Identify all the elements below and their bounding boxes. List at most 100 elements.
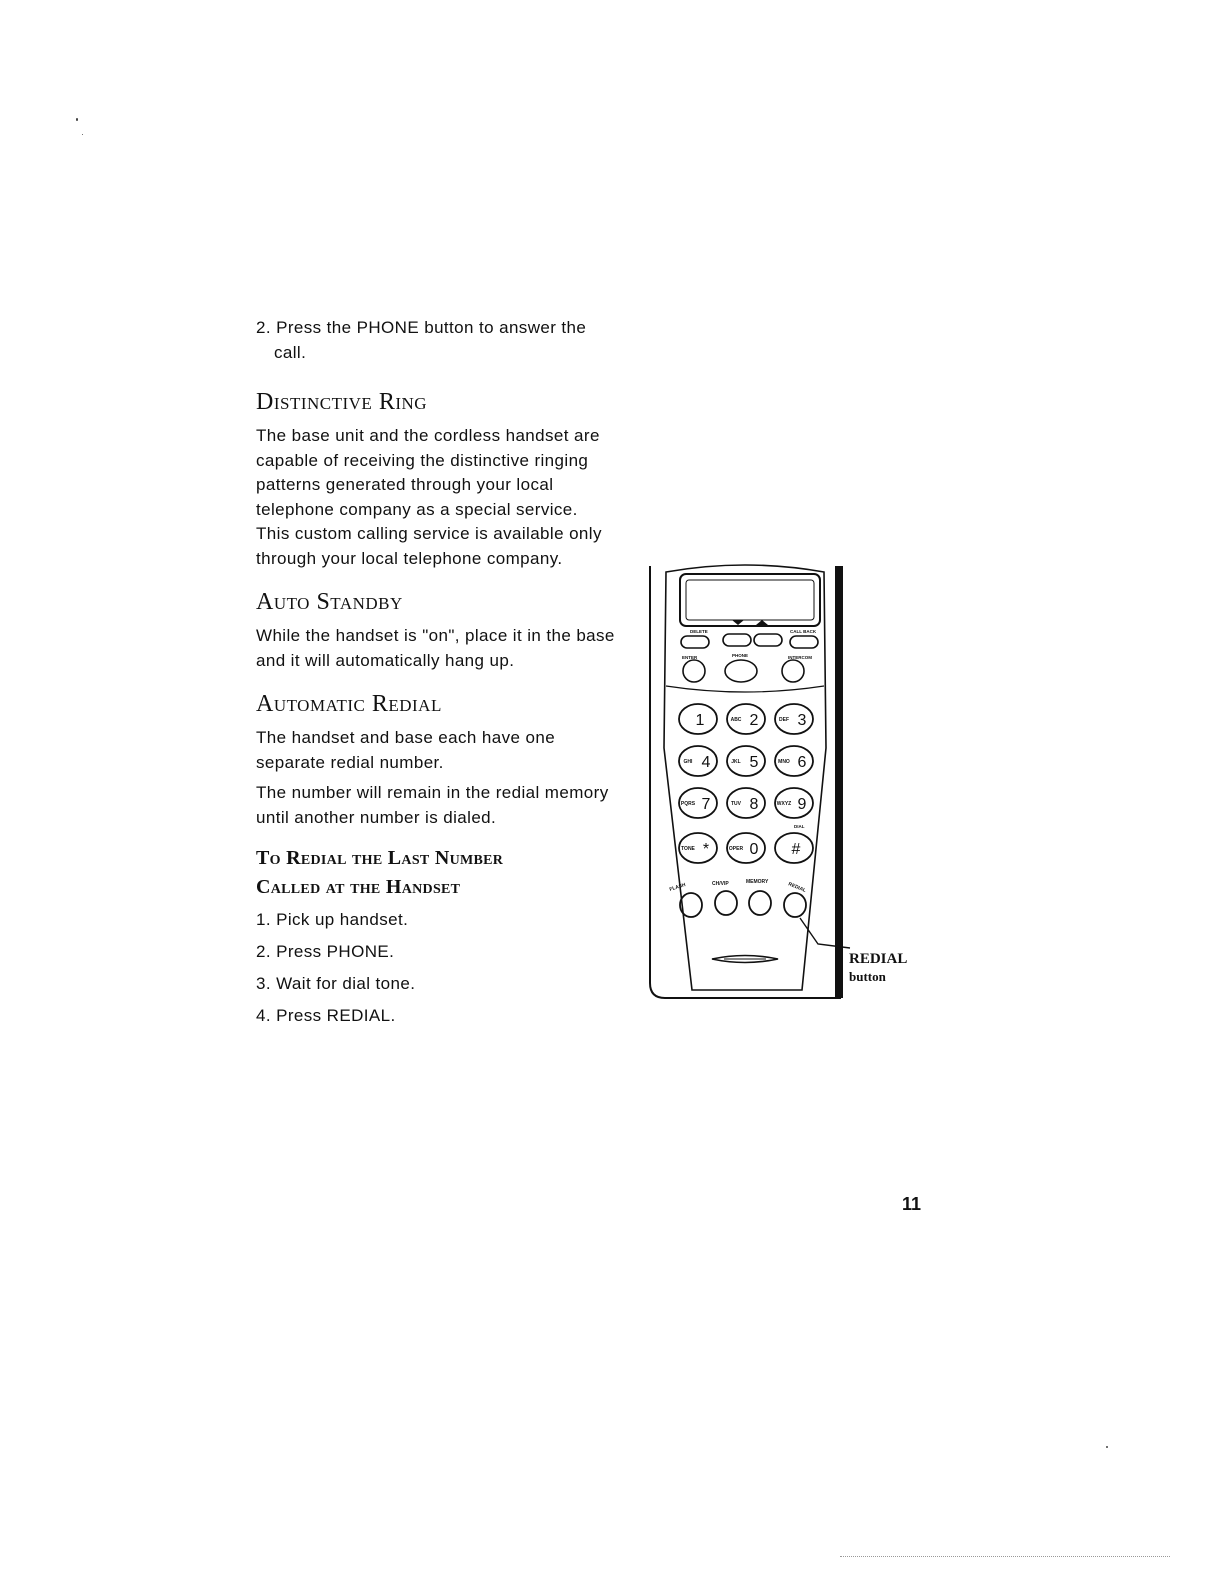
delete-button[interactable] [680, 635, 710, 649]
key-3-shape [774, 703, 814, 735]
key-2-letters: ABC [731, 717, 742, 723]
key-7-number: 7 [702, 796, 711, 813]
key-4-number: 4 [702, 754, 711, 771]
key-4-letters: GHI [684, 759, 694, 765]
key-5-shape [726, 745, 766, 777]
key-5-letters: JKL [731, 759, 740, 765]
dial-label: DIAL [794, 824, 805, 829]
intercom-label: INTERCOM [788, 655, 812, 660]
speaker-slot [711, 954, 779, 964]
phone-button[interactable] [724, 659, 758, 683]
call-back-label: CALL BACK [790, 629, 817, 634]
top-panel-divider [665, 685, 825, 693]
handset-face [663, 564, 827, 991]
key-1-button[interactable]: 1 [678, 703, 718, 735]
key-8-letters: TUV [731, 801, 742, 807]
automatic-redial-body-2: The number will remain in the redial mem… [256, 783, 609, 827]
key-9-shape [774, 787, 814, 819]
scan-speck [82, 134, 83, 135]
scan-speck [76, 118, 78, 121]
key-8-shape [726, 787, 766, 819]
key-3-number: 3 [798, 712, 807, 729]
key-6-letters: MNO [778, 759, 790, 765]
flash-button[interactable] [679, 892, 703, 918]
key-7-button[interactable]: PQRS 7 [678, 787, 718, 819]
handset-illustration: DELETE CALL BACK ENTER PHONE INTERCOM 1 A… [649, 564, 851, 999]
key-2-number: 2 [750, 712, 759, 729]
key-0-letters: OPER [729, 846, 744, 852]
flash-label: FLASH [669, 882, 687, 893]
key-2-shape [726, 703, 766, 735]
callout-line [799, 917, 851, 949]
redial-step: 4. Press REDIAL. [256, 1006, 396, 1025]
key-0-button[interactable]: OPER 0 [726, 832, 766, 864]
redial-last-number-heading-line2: Called at the Handset [256, 876, 461, 898]
key-pound-button[interactable]: # [774, 832, 814, 864]
redial-callout-line2: button [849, 969, 886, 984]
key-6-shape [774, 745, 814, 777]
intercom-button[interactable] [781, 659, 805, 683]
key-8-number: 8 [750, 796, 759, 813]
redial-last-number-heading: To Redial the Last Number Called at the … [256, 844, 616, 902]
scan-speck [1106, 1446, 1108, 1448]
key-4-button[interactable]: GHI 4 [678, 745, 718, 777]
arrow-down-icon [732, 620, 744, 625]
memory-button[interactable] [748, 890, 772, 916]
distinctive-ring-body: The base unit and the cordless handset a… [256, 426, 602, 568]
key-0-number: 0 [750, 841, 759, 858]
key-5-number: 5 [750, 754, 759, 771]
handset-edge-shadow [835, 566, 843, 998]
enter-label: ENTER [682, 655, 698, 660]
key-pound-number: # [792, 841, 801, 858]
key-1-number: 1 [696, 712, 705, 729]
phone-label: PHONE [732, 653, 748, 658]
key-1-shape [678, 703, 718, 735]
key-6-number: 6 [798, 754, 807, 771]
key-7-letters: PQRS [681, 801, 696, 807]
key-9-number: 9 [798, 796, 807, 813]
memory-label: MEMORY [746, 879, 769, 885]
redial-steps-list: 1. Pick up handset. 2. Press PHONE. 3. W… [256, 904, 616, 1032]
redial-callout-line1: REDIAL [849, 951, 908, 967]
key-5-button[interactable]: JKL 5 [726, 745, 766, 777]
ch-vip-label: CH/VIP [712, 881, 729, 887]
scan-dotted-line [840, 1556, 1170, 1559]
key-6-button[interactable]: MNO 6 [774, 745, 814, 777]
key-star-letters: TONE [681, 846, 695, 852]
redial-step: 3. Wait for dial tone. [256, 974, 416, 993]
redial-step: 1. Pick up handset. [256, 910, 409, 929]
key-4-shape [678, 745, 718, 777]
key-3-letters: DEF [779, 717, 789, 723]
arrow-up-icon [756, 620, 768, 625]
intro-step: 2. Press the PHONE button to answer the … [256, 318, 587, 362]
call-back-button[interactable] [789, 635, 819, 649]
automatic-redial-body-1: The handset and base each have one separ… [256, 728, 556, 772]
down-button[interactable] [722, 633, 752, 647]
key-7-shape [678, 787, 718, 819]
delete-label: DELETE [690, 629, 708, 634]
key-0-shape [726, 832, 766, 864]
key-star-button[interactable]: TONE * [678, 832, 718, 864]
key-2-button[interactable]: ABC 2 [726, 703, 766, 735]
lcd-display-inner [685, 579, 815, 621]
auto-standby-body: While the handset is "on", place it in t… [256, 626, 615, 670]
automatic-redial-heading: Automatic Redial [256, 691, 442, 717]
enter-button[interactable] [682, 659, 706, 683]
ch-vip-button[interactable] [714, 890, 738, 916]
key-3-button[interactable]: DEF 3 [774, 703, 814, 735]
key-pound-shape [774, 832, 814, 864]
up-button[interactable] [753, 633, 783, 647]
key-8-button[interactable]: TUV 8 [726, 787, 766, 819]
auto-standby-heading: Auto Standby [256, 589, 403, 615]
key-star-number: * [703, 841, 709, 858]
lcd-display [679, 573, 821, 627]
redial-last-number-heading-line1: To Redial the Last Number [256, 847, 504, 869]
page-number: 11 [902, 1194, 922, 1214]
key-star-shape [678, 832, 718, 864]
redial-callout: REDIAL button [849, 951, 907, 985]
distinctive-ring-heading: Distinctive Ring [256, 389, 428, 415]
redial-button[interactable] [783, 892, 807, 918]
